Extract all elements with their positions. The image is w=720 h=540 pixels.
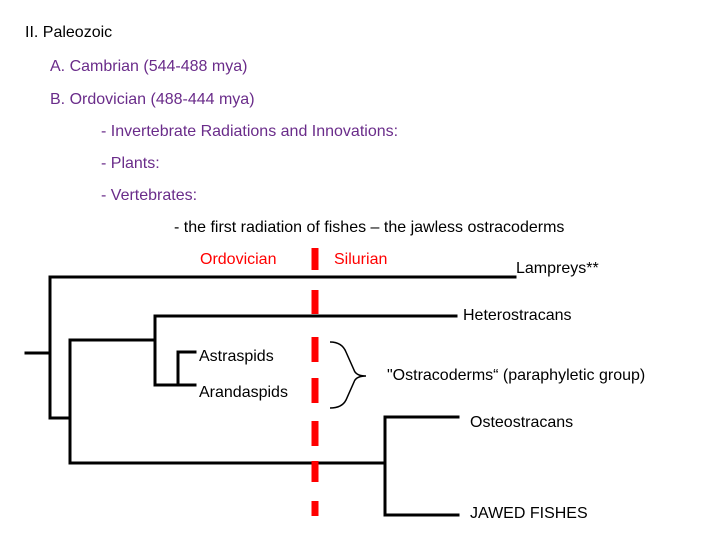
- group-label-ostracoderms: "Ostracoderms“ (paraphyletic group): [387, 367, 646, 384]
- taxon-label-arandaspids: Arandaspids: [199, 384, 288, 401]
- period-label-ordovician: Ordovician: [200, 251, 277, 268]
- taxon-label-heterostracans: Heterostracans: [463, 307, 572, 324]
- plants-item: - Plants:: [101, 155, 160, 172]
- invertebrates-item: - Invertebrate Radiations and Innovation…: [101, 123, 399, 140]
- taxon-label-astraspids: Astraspids: [199, 348, 274, 365]
- taxon-label-osteostracans: Osteostracans: [470, 414, 574, 431]
- vertebrates-item: - Vertebrates:: [101, 187, 198, 204]
- ostracoderm-brace: [329, 341, 367, 409]
- era-heading: II. Paleozoic: [25, 24, 113, 41]
- cambrian-heading: A. Cambrian (544-488 mya): [50, 58, 248, 75]
- taxon-label-jawed-fishes: JAWED FISHES: [470, 505, 588, 522]
- taxon-label-lampreys: Lampreys**: [516, 260, 599, 277]
- period-label-silurian: Silurian: [334, 251, 388, 268]
- ordovician-heading: B. Ordovician (488-444 mya): [50, 91, 255, 108]
- fishes-subitem: - the first radiation of fishes – the ja…: [174, 219, 565, 236]
